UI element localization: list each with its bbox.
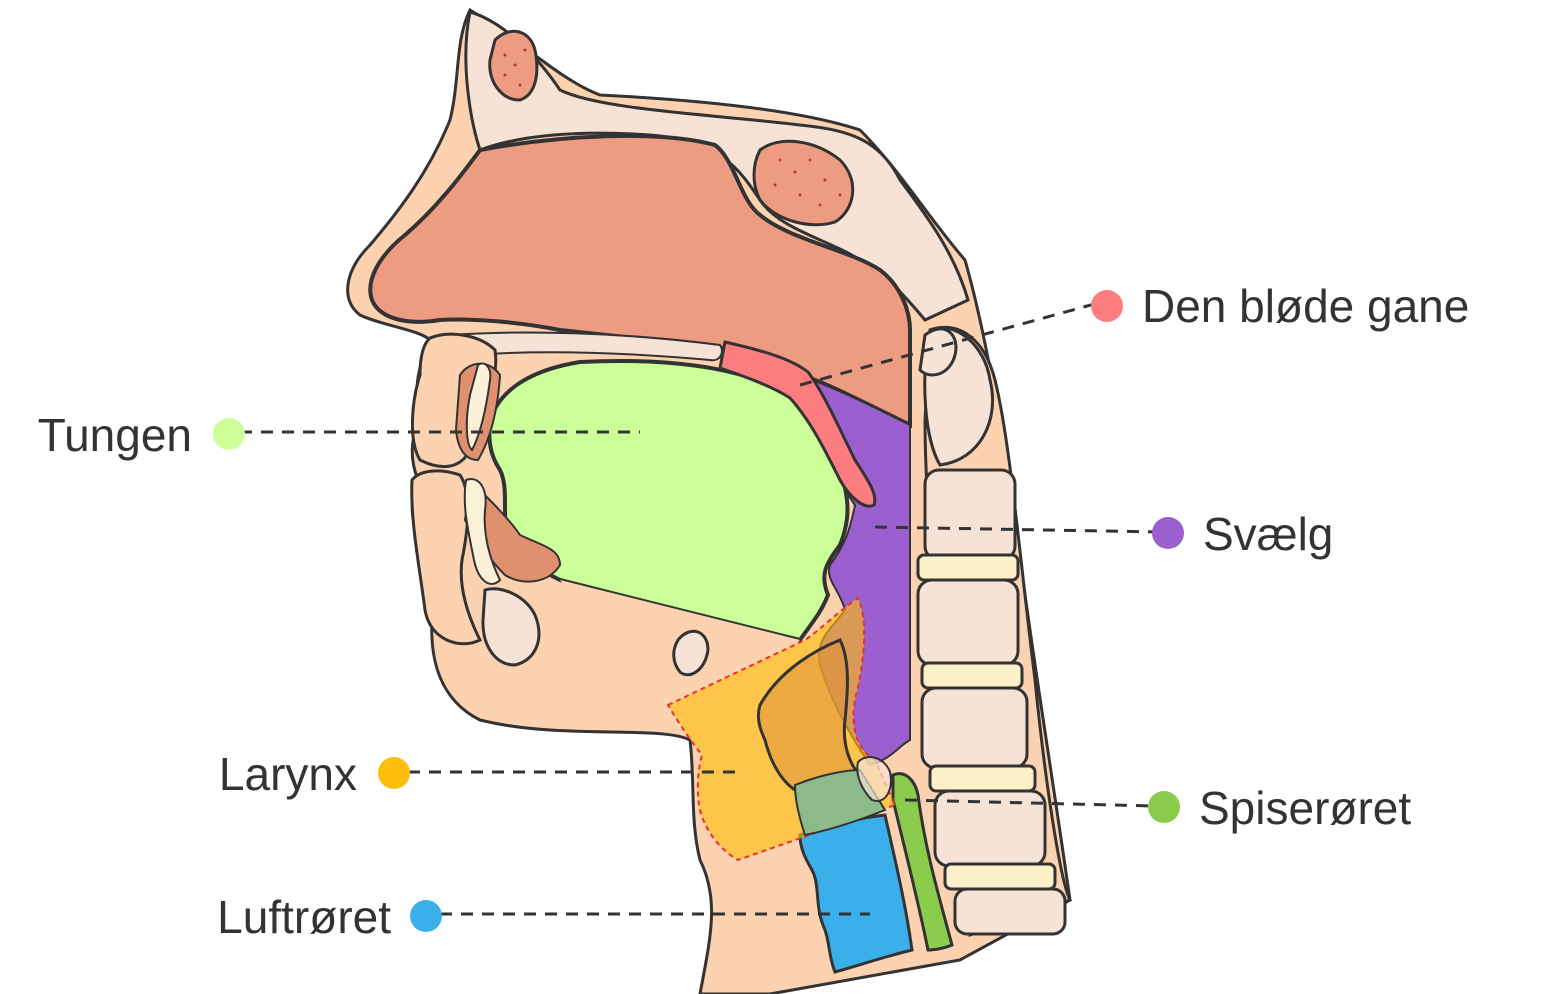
frontal-sinus <box>490 31 537 100</box>
larynx-dot <box>378 757 410 789</box>
esophagus-dot <box>1148 791 1180 823</box>
pharynx-label: Svælg <box>1203 508 1333 560</box>
pharynx-dot <box>1152 517 1184 549</box>
soft-palate-dot <box>1091 290 1123 322</box>
larynx-label: Larynx <box>219 748 357 800</box>
trachea-dot <box>410 900 442 932</box>
soft-palate-label: Den bløde gane <box>1142 280 1469 332</box>
tongue-label: Tungen <box>38 409 192 461</box>
tongue-dot <box>213 418 245 450</box>
trachea-label: Luftrøret <box>217 891 391 943</box>
vertebrae <box>918 470 1065 934</box>
esophagus-label: Spiserøret <box>1199 782 1411 834</box>
